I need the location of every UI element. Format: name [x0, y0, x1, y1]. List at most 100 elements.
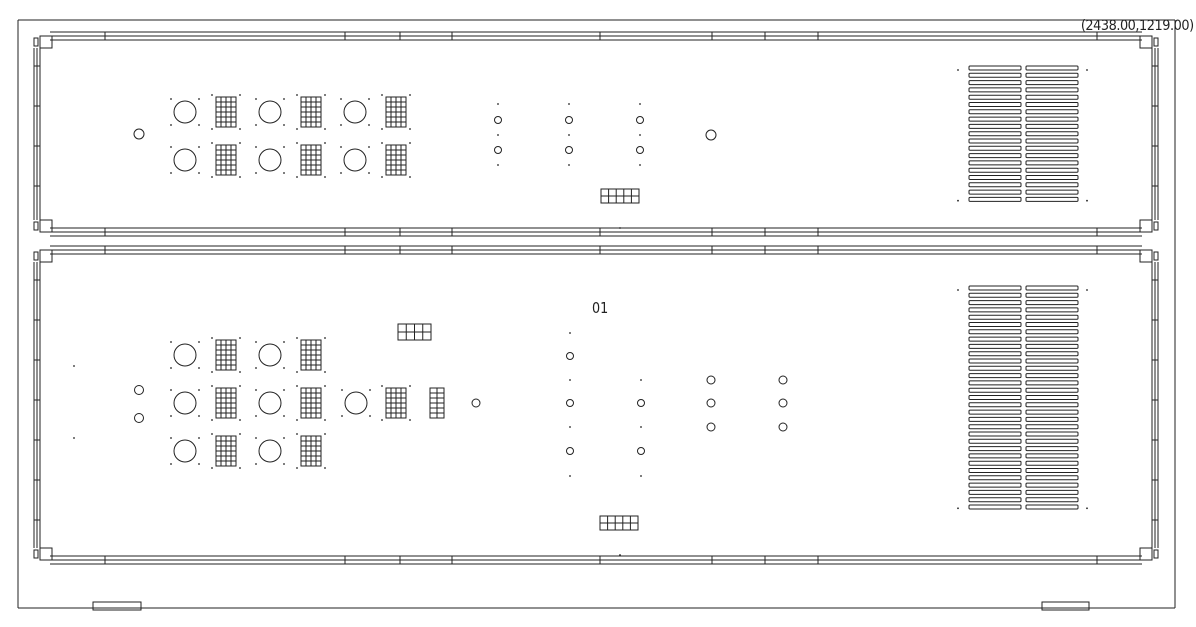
vent-mark	[957, 289, 959, 291]
mount-hole	[133, 128, 145, 140]
bottom-connector	[599, 515, 639, 531]
knob-circle	[173, 391, 197, 415]
mount-hole	[471, 398, 481, 408]
vent-slot	[1025, 131, 1079, 137]
vent-slot	[1025, 72, 1079, 78]
mount-point	[324, 94, 326, 96]
connector-cutout	[381, 142, 411, 178]
vent-slot	[1025, 343, 1079, 349]
mount-point	[239, 433, 241, 435]
corner-notch	[1139, 547, 1153, 561]
vent-slot	[968, 131, 1022, 137]
center-mark	[619, 227, 621, 229]
mount-point	[324, 128, 326, 130]
mount-point	[324, 467, 326, 469]
led-marker	[639, 164, 641, 166]
mount-point	[409, 128, 411, 130]
vent-slot	[968, 504, 1022, 510]
knob-hole	[170, 146, 200, 174]
vent-slot	[968, 453, 1022, 459]
knob-circle	[173, 343, 197, 367]
mount-point	[283, 367, 285, 369]
mount-point	[324, 337, 326, 339]
vent-slot	[968, 116, 1022, 122]
connector-cutout	[296, 337, 326, 373]
vent-mark	[1086, 69, 1088, 71]
mount-point	[255, 389, 257, 391]
vent-slot	[1025, 416, 1079, 422]
mount-point	[239, 385, 241, 387]
mount-point	[255, 463, 257, 465]
knob-circle	[173, 100, 197, 124]
vent-slot	[968, 351, 1022, 357]
led-hole	[637, 447, 645, 455]
mount-point	[296, 371, 298, 373]
led-marker	[640, 426, 642, 428]
mount-point	[239, 128, 241, 130]
vent-slot	[1025, 489, 1079, 495]
vent-slot	[1025, 285, 1079, 291]
knob-circle	[258, 148, 282, 172]
mount-point	[211, 433, 213, 435]
mount-point	[368, 172, 370, 174]
knob-hole	[255, 146, 285, 174]
corner-notch	[39, 547, 53, 561]
vent-slot	[968, 189, 1022, 195]
mount-hole	[134, 413, 144, 423]
vent-slot	[968, 292, 1022, 298]
small-connector	[397, 323, 432, 341]
vent-slot	[968, 409, 1022, 415]
lower-panel	[33, 245, 1159, 565]
led-marker	[639, 134, 641, 136]
mount-point	[198, 367, 200, 369]
vent-slot	[968, 358, 1022, 364]
vent-slot	[968, 468, 1022, 473]
mount-point	[239, 419, 241, 421]
mount-point	[255, 415, 257, 417]
vent-slot	[968, 395, 1022, 400]
vent-slot	[1025, 460, 1079, 466]
led-marker	[568, 164, 570, 166]
vent-slot	[1025, 468, 1079, 473]
mount-point	[381, 385, 383, 387]
corner-notch	[1139, 219, 1153, 233]
mount-point	[381, 419, 383, 421]
connector-cutout	[296, 433, 326, 469]
mount-point	[211, 419, 213, 421]
vent-slot	[968, 182, 1022, 188]
mount-point	[170, 437, 172, 439]
connector-cutout	[211, 433, 241, 469]
vent-slot	[1025, 380, 1079, 386]
vent-slot	[1025, 373, 1079, 379]
corner-notch	[1139, 249, 1153, 263]
vent-slot	[968, 416, 1022, 422]
mount-point	[283, 437, 285, 439]
knob-hole	[341, 389, 371, 417]
mount-point	[198, 341, 200, 343]
mount-point	[211, 337, 213, 339]
led-hole	[566, 399, 574, 407]
vent-slot	[968, 402, 1022, 408]
vent-slot	[1025, 300, 1079, 306]
point-marker	[73, 365, 75, 367]
corner-notch	[39, 35, 53, 49]
mount-point	[296, 467, 298, 469]
vent-slot	[1025, 182, 1079, 188]
knob-circle	[258, 100, 282, 124]
mount-point	[324, 176, 326, 178]
vent-slot	[1025, 307, 1079, 313]
mount-point	[296, 142, 298, 144]
mount-point	[409, 176, 411, 178]
center-mark	[619, 554, 621, 556]
mount-point	[198, 124, 200, 126]
led-hole	[566, 447, 574, 455]
bottom-connector	[600, 188, 640, 204]
mount-point	[170, 463, 172, 465]
mount-point	[340, 124, 342, 126]
knob-circle	[258, 343, 282, 367]
mount-point	[198, 415, 200, 417]
mount-point	[381, 142, 383, 144]
mount-point	[170, 367, 172, 369]
mount-point	[368, 124, 370, 126]
vent-slot	[1025, 175, 1079, 180]
